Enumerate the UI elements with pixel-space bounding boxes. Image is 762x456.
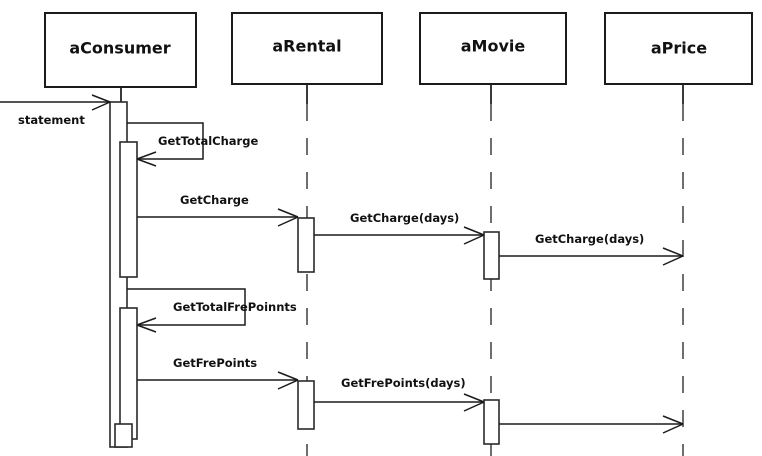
arrowhead-getcharge [277,208,299,227]
participant-label-arental: aRental [272,37,341,56]
participant-box-amovie[interactable] [419,12,567,85]
participant-amovie[interactable]: aMovie [419,12,567,85]
message-label-gettotalfrepoinnts: GetTotalFrePoinnts [173,300,297,314]
participant-box-aconsumer[interactable] [44,12,197,88]
activation-bar-consumer-tail[interactable] [114,423,133,448]
arrowhead-unlabeled [662,415,684,434]
arrowhead-getfrepoints [277,371,299,390]
arrowhead-statement [91,94,111,111]
message-label-getcharge-days-1: GetCharge(days) [350,211,459,225]
lifeline-lines [120,84,684,456]
message-getfrepoints[interactable]: GetFrePoints [137,356,299,390]
message-label-getfrepoints: GetFrePoints [173,356,257,370]
arrowhead-gettotalcharge [136,151,157,167]
message-getcharge-days-rental-movie[interactable]: GetCharge(days) [314,211,485,245]
participant-arental[interactable]: aRental [231,12,383,85]
message-unlabeled-movie-price[interactable] [499,415,684,434]
arrowhead-gettotalfrepoinnts [136,317,157,333]
participant-box-aprice[interactable] [604,12,753,85]
activation-bar-movie-2[interactable] [483,399,500,445]
participant-label-aconsumer: aConsumer [69,39,170,58]
participant-label-aprice: aPrice [651,39,707,58]
arrowhead-getcharge-days-1 [463,226,485,245]
activation-bar-consumer-inner-2[interactable] [119,307,138,440]
message-label-getfrepoints-days: GetFrePoints(days) [341,376,466,390]
message-line-gettotalcharge [127,122,204,160]
activation-bar-rental-1[interactable] [297,217,315,273]
message-label-statement: statement [18,113,85,127]
message-getfrepoints-days[interactable]: GetFrePoints(days) [314,376,485,412]
activation-bar-consumer-inner-1[interactable] [119,141,138,278]
message-label-getcharge: GetCharge [180,193,249,207]
message-statement[interactable]: statement [0,94,111,127]
participant-aconsumer[interactable]: aConsumer [44,12,197,88]
message-gettotalcharge[interactable]: GetTotalCharge [127,122,258,167]
participant-box-arental[interactable] [231,12,383,85]
activation-bar-rental-2[interactable] [297,380,315,430]
message-gettotalfrepoinnts[interactable]: GetTotalFrePoinnts [127,288,297,333]
arrowhead-getfrepoints-days [463,393,485,412]
arrowhead-getcharge-days-2 [662,247,684,266]
message-line-gettotalfrepoinnts [127,288,246,326]
message-getcharge-days-movie-price[interactable]: GetCharge(days) [499,232,684,266]
message-label-gettotalcharge: GetTotalCharge [158,134,258,148]
activation-bars [109,101,500,448]
participant-label-amovie: aMovie [461,37,526,56]
message-getcharge[interactable]: GetCharge [137,193,299,227]
message-label-getcharge-days-2: GetCharge(days) [535,232,644,246]
activation-bar-movie-1[interactable] [483,231,500,280]
participant-aprice[interactable]: aPrice [604,12,753,85]
